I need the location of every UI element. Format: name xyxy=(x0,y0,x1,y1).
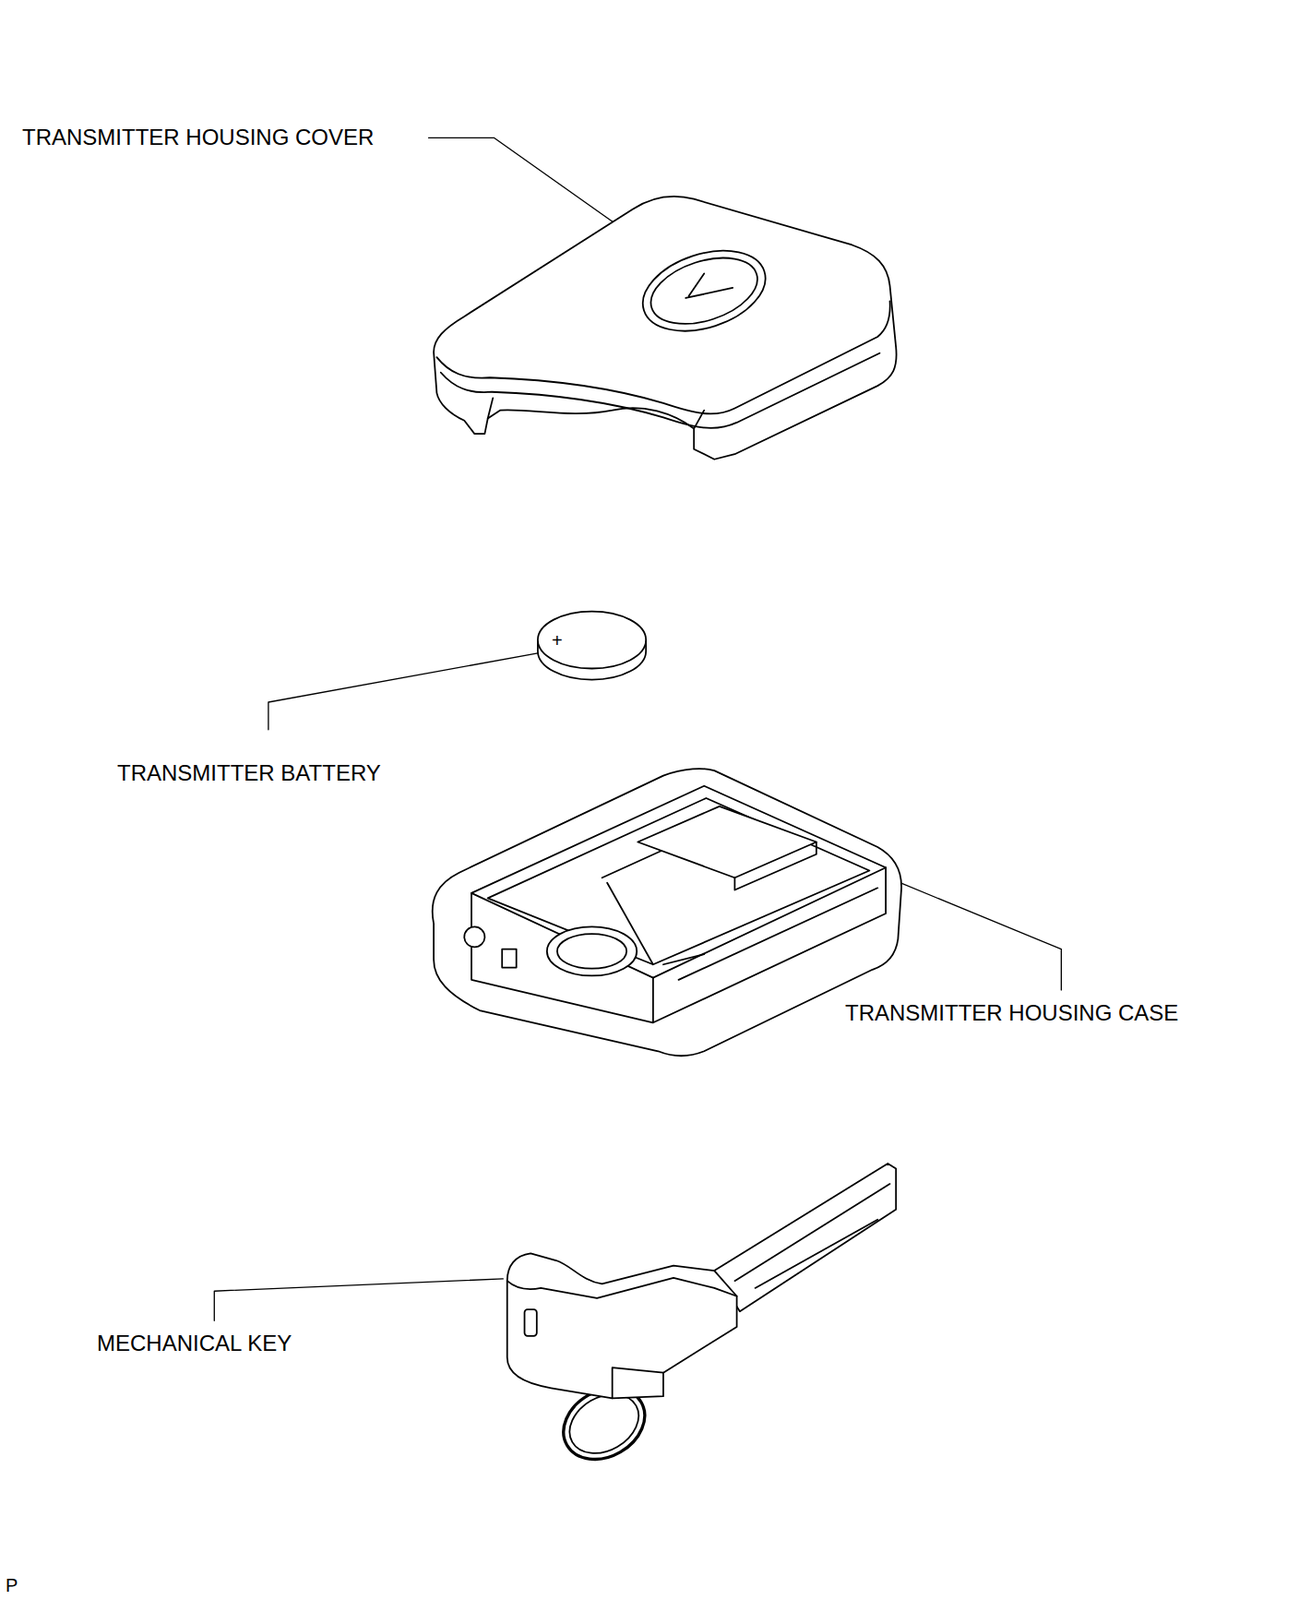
leader-lines xyxy=(214,137,1061,1321)
polarity-mark: + xyxy=(551,627,563,654)
leader-line xyxy=(893,879,1062,990)
battery-drawing xyxy=(537,611,646,680)
leader-line xyxy=(429,137,620,227)
mechanical-key-drawing xyxy=(507,1163,896,1474)
housing-case-drawing xyxy=(432,768,902,1056)
part-name: MECHANICAL KEY xyxy=(96,1330,292,1357)
figure-code: P xyxy=(5,1572,18,1598)
part-name: TRANSMITTER HOUSING COVER xyxy=(22,124,374,151)
part-name: TRANSMITTER BATTERY xyxy=(117,760,382,787)
part-name: TRANSMITTER HOUSING CASE xyxy=(845,1000,1179,1026)
housing-cover-drawing xyxy=(433,196,897,460)
leader-line xyxy=(268,653,538,730)
leader-line xyxy=(214,1278,503,1321)
